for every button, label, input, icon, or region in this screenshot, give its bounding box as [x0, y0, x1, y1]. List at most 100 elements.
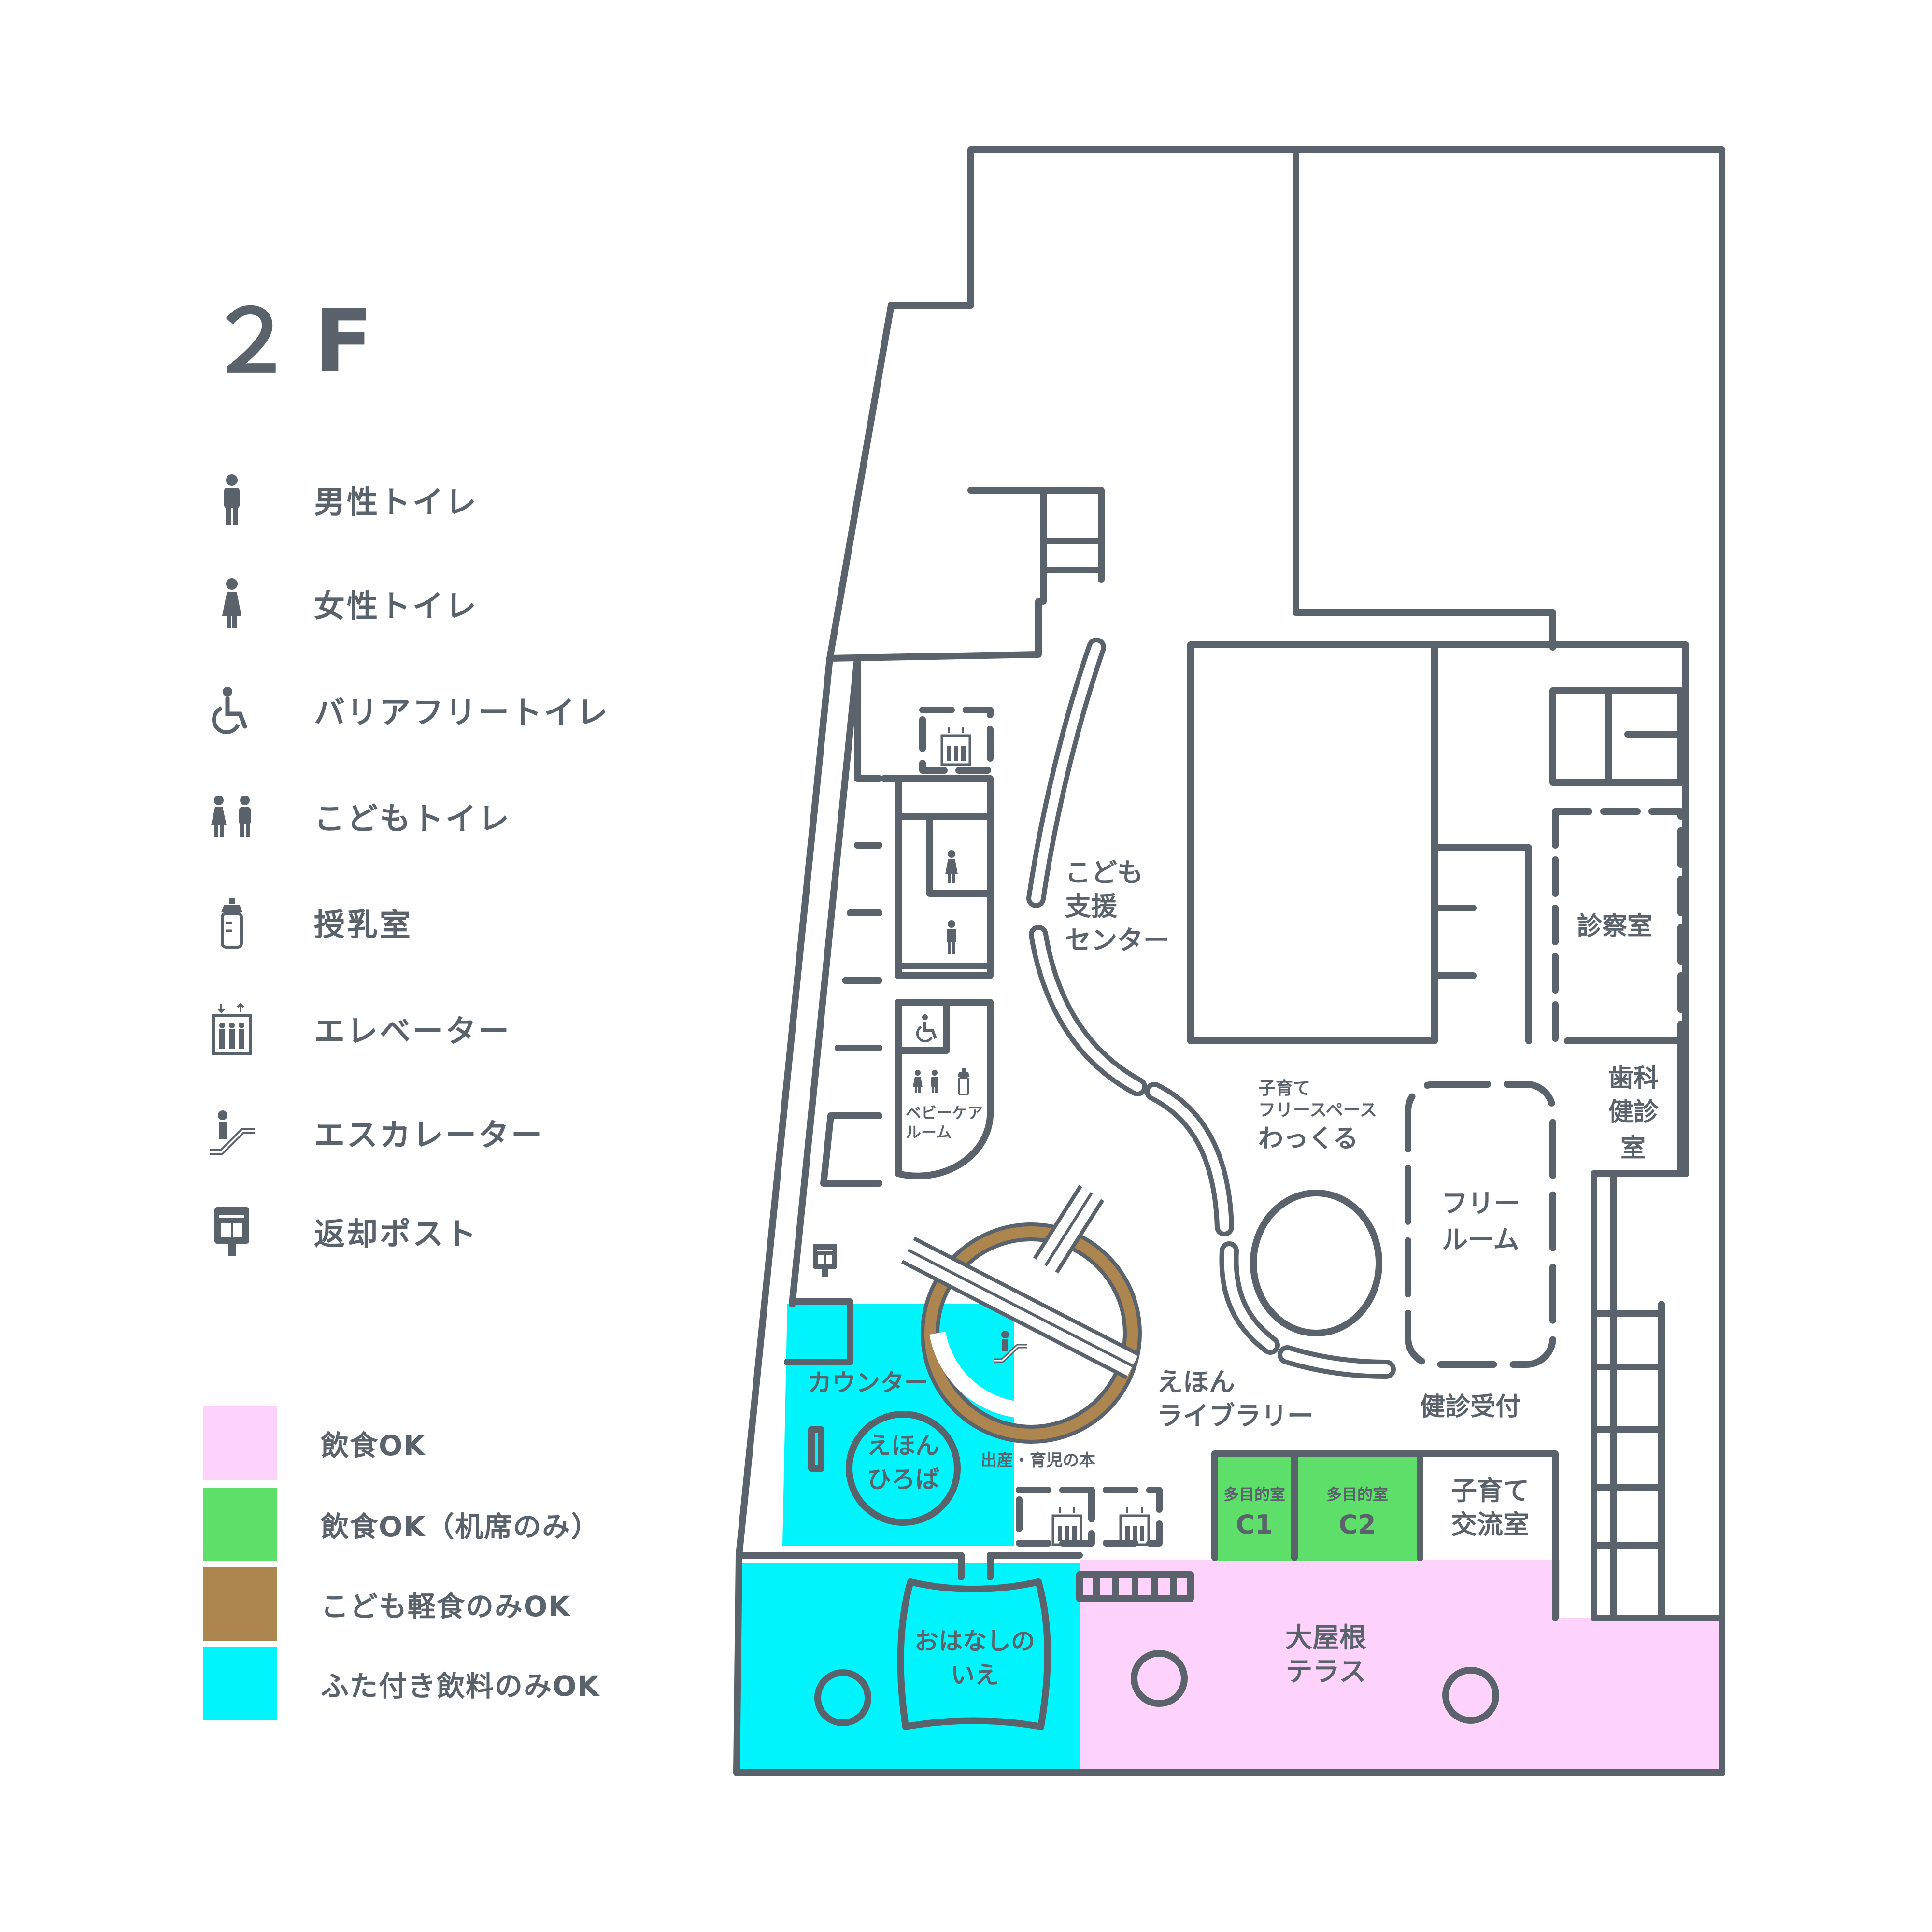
- terrace-edge: [736, 1552, 1083, 1580]
- elevator-shaft-north: [919, 707, 994, 774]
- ehon-hiroba: [846, 1411, 961, 1526]
- counter-wall: [784, 1298, 853, 1472]
- wall-east-box: [1549, 687, 1684, 786]
- legend-return-post: 返却ポスト: [203, 1203, 478, 1261]
- free-room-label-2: ルーム: [1442, 1224, 1519, 1255]
- library-label-2: ライブラリー: [1157, 1401, 1313, 1431]
- ohanashi-label: おはなしの: [914, 1627, 1035, 1655]
- room-c2-label-2: C2: [1338, 1509, 1376, 1540]
- women-toilet-icon: [203, 575, 261, 633]
- elevator-icon: [1119, 1507, 1150, 1546]
- support-wall-2-inner: [1034, 930, 1142, 1092]
- kids-toilet-icon: [203, 787, 261, 845]
- legend-barrier-free-label: バリアフリートイレ: [314, 695, 610, 731]
- counter-label: カウンター: [808, 1369, 928, 1397]
- zone-eat-desk-only: 飲食OK（机席のみ）: [203, 1488, 600, 1561]
- library-wall-1-inner: [1150, 1087, 1229, 1232]
- exam-room-label: 診察室: [1577, 912, 1652, 941]
- return-post-icon: [813, 1244, 837, 1277]
- escalator-icon: [203, 1104, 261, 1162]
- zone-eat-ok-area: [1080, 1560, 1721, 1773]
- free-space-label-2: フリースペース: [1258, 1100, 1377, 1120]
- baby-care-label-2: ルーム: [906, 1123, 952, 1141]
- men-toilet-icon: [947, 920, 956, 954]
- terrace-label-2: テラス: [1286, 1656, 1366, 1688]
- zone-eat-desk-only-area: [1215, 1454, 1420, 1561]
- room-block-east-a: [1187, 641, 1438, 1044]
- legend-men-label: 男性トイレ: [314, 485, 478, 521]
- dental-room: [1591, 1037, 1684, 1177]
- exchange-room-label-2: 交流室: [1451, 1509, 1529, 1540]
- zone-eat-desk-only-swatch: [203, 1488, 277, 1561]
- zone-lidded-drink-swatch: [203, 1647, 277, 1720]
- baby-bottle-icon: [958, 1068, 969, 1095]
- dental-room-label-3: 室: [1620, 1134, 1646, 1163]
- men-toilet-icon: [203, 471, 261, 529]
- terrace-pillar-3: [1442, 1667, 1499, 1724]
- wall-west-stalls: [820, 842, 882, 1187]
- elevator-shaft-south: [1016, 1487, 1163, 1547]
- terrace-stair: [1076, 1571, 1194, 1602]
- wall-west-top: [826, 598, 1042, 662]
- legend-elevator-label: エレベーター: [314, 1014, 511, 1050]
- ohanashi-label-2: いえ: [951, 1661, 999, 1689]
- legend-return-post-label: 返却ポスト: [314, 1217, 478, 1252]
- ehon-hiroba-label-2: ひろば: [867, 1465, 939, 1493]
- room-labels: こども 支援 センター 診察室 歯科 健診 室 子育て フリースペース わっくる…: [808, 857, 1659, 1689]
- library-wall-3-inner: [1282, 1350, 1391, 1374]
- elevator-icon: [940, 727, 971, 766]
- wall-north-block: [1293, 146, 1556, 651]
- floor-title: ２F: [208, 291, 393, 392]
- escalator-icon: [994, 1331, 1027, 1363]
- support-wall-2: [1029, 925, 1147, 1096]
- support-center-label-2: 支援: [1065, 891, 1118, 922]
- zone-kids-snack-swatch: [203, 1567, 277, 1641]
- dental-room-label-2: 健診: [1608, 1098, 1659, 1127]
- zone-lidded-drink-label: ふた付き飲料のみOK: [321, 1670, 600, 1703]
- wakkuru-label: わっくる: [1258, 1124, 1358, 1153]
- zone-eat-ok: 飲食OK: [203, 1406, 426, 1480]
- legend-men-toilet: 男性トイレ: [203, 471, 478, 529]
- zone-kids-snack: こども軽食のみOK: [203, 1567, 571, 1641]
- room-c1-label-2: C1: [1236, 1509, 1273, 1540]
- exchange-room-label: 子育て: [1451, 1476, 1529, 1506]
- zone-eat-ok-swatch: [203, 1406, 277, 1480]
- zone-lidded-drink: ふた付き飲料のみOK: [203, 1647, 600, 1720]
- elevator-icon: [203, 1000, 261, 1058]
- wheelchair-icon: [916, 1014, 937, 1043]
- kids-toilet-icon: [913, 1070, 938, 1093]
- library-label: えほん: [1157, 1367, 1235, 1397]
- library-wall-2-inner: [1224, 1246, 1275, 1350]
- ohanashi-house: [897, 1578, 1051, 1730]
- legend-kids-toilet: こどもトイレ: [203, 787, 511, 845]
- wheelchair-icon: [203, 681, 261, 739]
- free-room: [1405, 1081, 1556, 1368]
- legend-barrier-free-toilet: バリアフリートイレ: [203, 681, 610, 739]
- baby-care-label: ベビーケア: [906, 1104, 983, 1122]
- wall-east-stair: [1591, 1170, 1725, 1621]
- kids-snack-ring: [923, 1224, 1140, 1442]
- zone-kids-snack-label: こども軽食のみOK: [321, 1590, 571, 1623]
- legend-women-toilet: 女性トイレ: [203, 575, 478, 633]
- support-center-label-3: センター: [1065, 925, 1169, 955]
- wall-north-stair: [967, 487, 1105, 605]
- legend-escalator-label: エスカレーター: [314, 1118, 544, 1153]
- baby-bottle-icon: [203, 894, 261, 952]
- terrace-label: 大屋根: [1285, 1622, 1366, 1654]
- escalator-hall: [901, 1185, 1142, 1444]
- zone-eat-desk-only-label: 飲食OK（机席のみ）: [321, 1510, 600, 1543]
- return-post-icon: [203, 1203, 261, 1261]
- multi-room-top: [1211, 1450, 1559, 1563]
- room-c1-label: 多目的室: [1223, 1485, 1285, 1504]
- free-space-label: 子育て: [1258, 1079, 1310, 1098]
- legend-women-label: 女性トイレ: [314, 589, 478, 625]
- dental-room-label: 歯科: [1608, 1064, 1659, 1093]
- wakkuru-oval: [1250, 1190, 1382, 1336]
- checkup-reception-label: 健診受付: [1420, 1392, 1520, 1421]
- legend-elevator: エレベーター: [203, 1000, 511, 1058]
- walls: [733, 146, 1725, 1776]
- elevator-icon: [1051, 1507, 1082, 1546]
- terrace-pillar-2: [1131, 1650, 1188, 1707]
- multi-room-dividers: [1291, 1450, 1423, 1561]
